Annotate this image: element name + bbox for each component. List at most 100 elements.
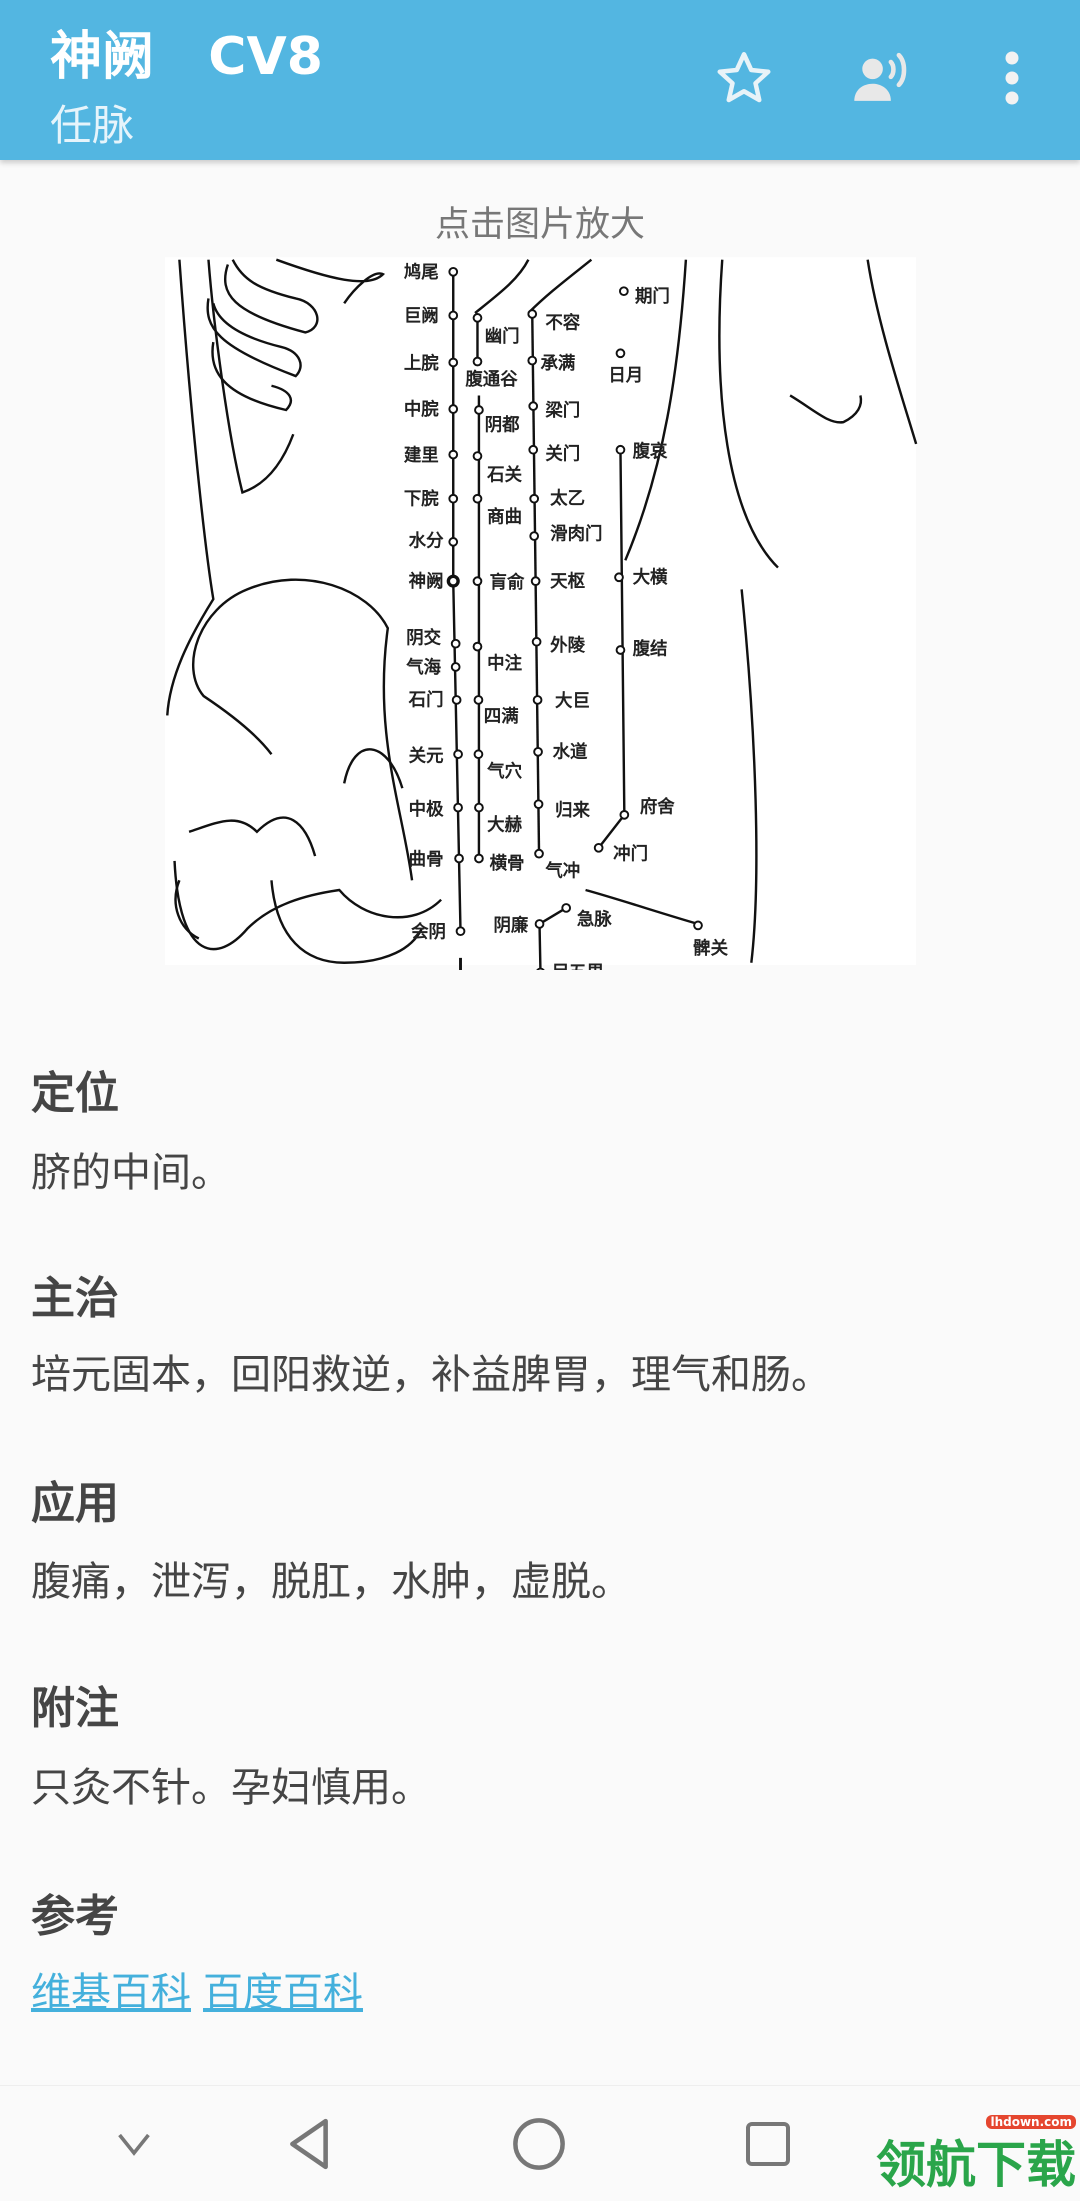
star-icon[interactable] (712, 46, 776, 110)
acupoint-marker (593, 842, 604, 853)
acupoint-label: 商曲 (487, 506, 522, 527)
acupoint-marker (450, 662, 461, 672)
back-icon[interactable] (269, 2106, 349, 2182)
wikipedia-link[interactable]: 维基百科 (31, 1970, 191, 2016)
acupoint-marker (561, 903, 572, 913)
acupoint-label: 不容 (545, 313, 580, 334)
section-heading-application: 应用 (31, 1478, 119, 1529)
acupoint-label: 外陵 (550, 635, 585, 656)
acupoint-label: 归来 (555, 800, 590, 821)
acupoint-marker (472, 576, 483, 587)
acupoint-label: 急脉 (577, 909, 612, 930)
acupoint-diagram[interactable]: 鸠尾巨阙上脘中脘建里下脘水分神阙阴交气海石门关元中极曲骨会阴幽门腹通谷阴都石关商… (160, 250, 920, 970)
acupoint-label: 巨阙 (404, 306, 439, 327)
acupoint-marker (529, 531, 540, 541)
acupoint-label: 阴交 (406, 628, 441, 649)
acupoint-marker (448, 404, 459, 414)
section-heading-location: 定位 (31, 1068, 119, 1119)
acupoint-marker (527, 309, 538, 319)
acupoint-marker (474, 853, 484, 864)
acupoint-marker (450, 638, 461, 649)
acupoint-label: 梁门 (544, 400, 580, 421)
acupoint-label: 承满 (540, 353, 575, 374)
home-icon[interactable] (499, 2106, 579, 2182)
acupoint-marker (474, 802, 484, 813)
recents-icon[interactable] (728, 2106, 808, 2182)
acupoint-label: 中极 (409, 799, 444, 820)
acupoint-label: 幽门 (485, 326, 520, 347)
acupoint-label: 气冲 (544, 860, 580, 881)
section-heading-indications: 主治 (31, 1273, 119, 1324)
section-body-notes: 只灸不针。孕妇慎用。 (31, 1765, 431, 1811)
acupoint-label: 关门 (545, 443, 580, 464)
acupoint-label: 气穴 (486, 761, 522, 782)
acupoint-marker (472, 451, 483, 461)
body-outline (166, 258, 918, 970)
reference-links: 维基百科百度百科 (31, 1960, 375, 2018)
acupoint-label: 水道 (553, 742, 588, 763)
acupoint-label: 府舍 (640, 796, 675, 817)
acupoint-label: 天枢 (550, 571, 585, 592)
acupoint-label: 水分 (409, 531, 444, 552)
acupoint-label: 滑肉门 (550, 523, 602, 544)
acupoint-label: 石关 (486, 464, 522, 485)
acupoint-label: 阴廉 (493, 915, 528, 936)
acupoint-marker (615, 444, 626, 455)
acupoint-marker (454, 853, 464, 864)
acupoint-label: 日月 (608, 366, 643, 386)
acupoint-marker (453, 749, 463, 760)
acupoint-marker (448, 537, 459, 547)
acupoint-label: 神阙 (409, 571, 444, 592)
acupoint-marker (448, 493, 459, 504)
collapse-chevron-icon[interactable] (94, 2106, 174, 2182)
acupoint-marker (536, 967, 545, 970)
acupoint-label: 腹哀 (633, 441, 668, 462)
acupoint-marker (529, 493, 540, 504)
baidu-baike-link[interactable]: 百度百科 (203, 1970, 363, 2016)
acupoint-marker (614, 572, 624, 583)
acupoint-marker (534, 848, 544, 859)
acupoint-label: 腹通谷 (465, 369, 518, 390)
acupoint-marker (446, 574, 460, 588)
tap-to-enlarge-hint: 点击图片放大 (434, 205, 645, 245)
acupoint-label: 冲门 (613, 843, 648, 864)
acupoint-marker (472, 313, 483, 323)
acupoint-label: 髀关 (693, 938, 728, 959)
acupoint-label: 上脘 (404, 353, 439, 374)
acupoint-marker (455, 926, 466, 937)
acupoint-label: 鸠尾 (404, 262, 439, 283)
acupoint-label: 中脘 (404, 399, 439, 420)
acupoint-marker (472, 493, 483, 504)
acupoint-marker (453, 802, 463, 813)
section-body-location: 脐的中间。 (31, 1150, 231, 1196)
acupoint-marker (619, 286, 629, 297)
acupoint-marker (534, 919, 545, 929)
acupoint-marker (533, 799, 544, 810)
acupoint-label: 足五里 (552, 963, 604, 970)
watermark-site: lhdown.com (986, 2115, 1076, 2129)
acupoint-marker (531, 636, 542, 647)
acupoint-label: 下脘 (404, 489, 439, 510)
voice-person-icon[interactable] (852, 46, 916, 110)
acupoint-marker (448, 266, 459, 277)
acupoint-label: 中注 (487, 653, 522, 674)
acupoint-marker (693, 920, 703, 931)
section-body-indications: 培元固本，回阳救逆，补益脾胃，理气和肠。 (31, 1352, 831, 1398)
acupoint-marker (473, 749, 484, 760)
acupoint-label: 大赫 (487, 814, 522, 835)
acupoint-marker (472, 356, 483, 367)
more-vert-icon[interactable] (980, 46, 1044, 110)
app-bar: 神阙 CV8 任脉 (0, 0, 1080, 160)
acupoint-label: 关元 (409, 746, 444, 767)
acupoint-marker (528, 401, 539, 411)
diagram-background (164, 257, 917, 966)
acupoint-label: 大巨 (555, 691, 590, 712)
acupoint-marker (451, 695, 462, 705)
acupoint-label: 肓俞 (490, 572, 525, 593)
acupoint-marker (474, 405, 484, 415)
acupoint-marker (527, 355, 538, 366)
acupoint-marker (533, 746, 543, 757)
acupoint-label: 建里 (404, 445, 439, 466)
